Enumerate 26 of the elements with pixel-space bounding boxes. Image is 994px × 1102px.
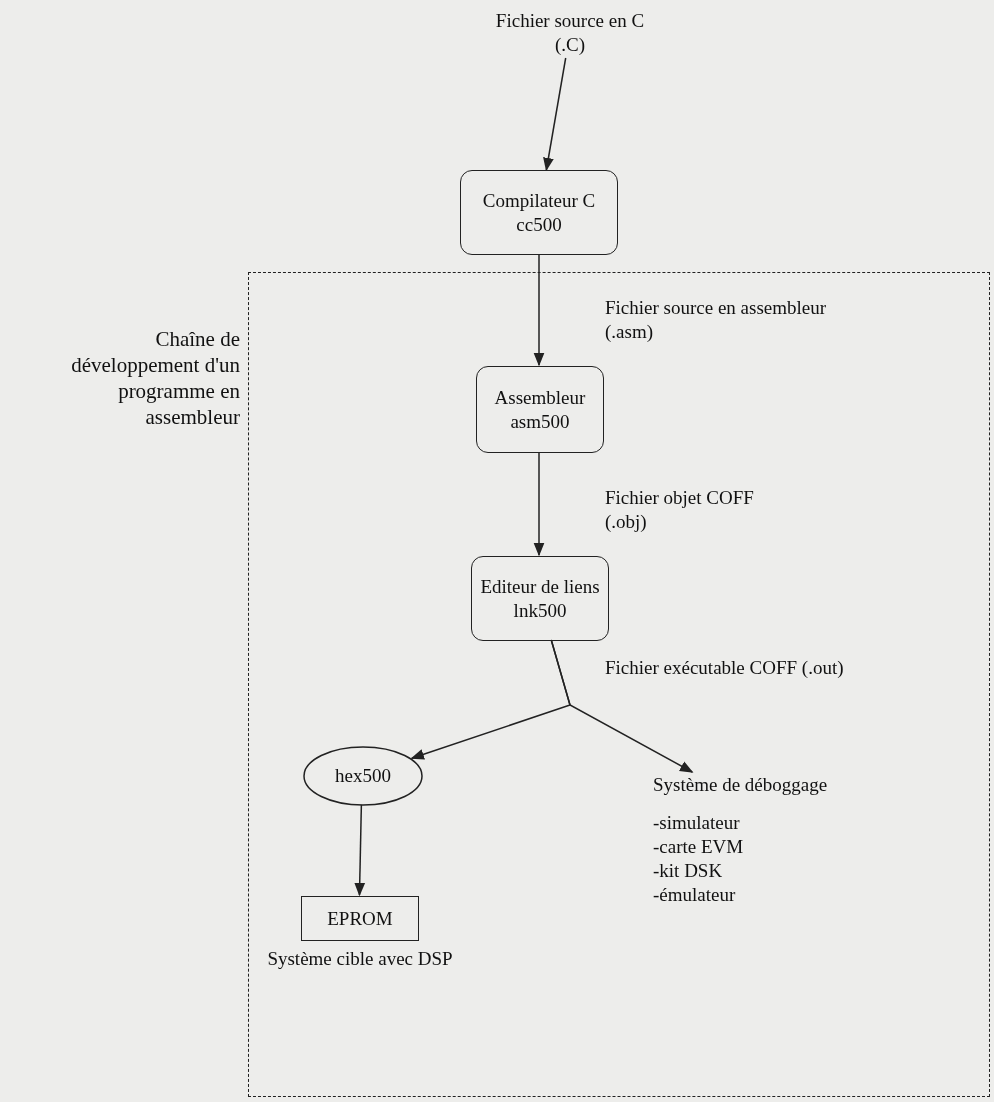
arrow [354, 804, 366, 897]
arrow [533, 254, 545, 367]
arrow [533, 451, 545, 557]
process-box [471, 556, 609, 641]
node-text: hex500 [335, 764, 391, 788]
node-text: Editeur de liens [480, 574, 600, 599]
node-text: Assembleur [494, 385, 586, 410]
arrow [550, 639, 694, 773]
node-heading: Système de déboggage [653, 773, 828, 797]
list-item: -kit DSK [653, 859, 723, 883]
node-text: asm500 [510, 409, 570, 434]
process-box [301, 896, 419, 941]
process-box [476, 366, 604, 453]
node-text: EPROM [327, 906, 393, 931]
ellipse-node [303, 746, 423, 806]
list-item: -émulateur [653, 883, 736, 907]
node-caption: Système cible avec DSP [266, 947, 454, 971]
list-item: -carte EVM [653, 835, 744, 859]
node-text: Fichier source en C (.C) [494, 9, 646, 57]
process-box [460, 170, 618, 255]
diagram-label: Chaîne de développement d'un programme en assembleur [70, 326, 240, 430]
arrow [543, 57, 567, 172]
list-item: -simulateur [653, 811, 740, 835]
node-text: cc500 [516, 212, 562, 237]
node-text: lnk500 [513, 598, 567, 623]
node-text: Compilateur C [482, 188, 596, 213]
